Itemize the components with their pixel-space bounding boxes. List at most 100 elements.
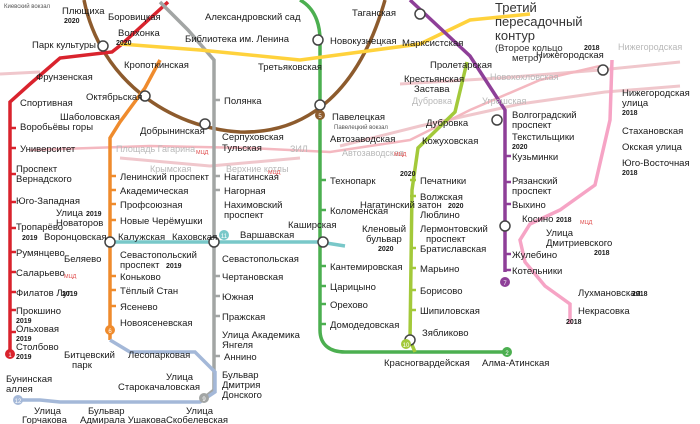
badge-line1 — [5, 349, 15, 359]
label-yasenevo: Ясенево — [120, 302, 158, 313]
label-kantemirovskaya: Кантемировская — [330, 262, 402, 273]
label-lukhmanovskaya-year: 2018 — [632, 291, 648, 298]
interchange-circles — [97, 8, 609, 346]
label-ulitsa-novatorov-2: Новаторов — [56, 218, 103, 229]
badge-line12 — [13, 395, 23, 405]
badge-line6 — [105, 325, 115, 335]
label-volkhonka: Волхонка — [118, 28, 160, 39]
label-vorobyovy-gory: Воробьёвы горы — [20, 122, 93, 133]
label-yugo-vostochnaya: Юго-Восточная — [622, 158, 690, 169]
label-nizhegorodskaya-top: Нижегородская — [536, 50, 604, 61]
interchange-volgogradsky — [491, 114, 503, 126]
label-plyushikha-year: 2020 — [64, 18, 80, 25]
label-akademicheskaya: Академическая — [120, 186, 188, 197]
label-sevastopolsky-year: 2019 — [166, 263, 182, 270]
label-borisovo: Борисово — [420, 286, 462, 297]
label-nizhegorodskaya-ulitsa-year: 2018 — [622, 110, 638, 117]
mcd-line-ugreshskaya — [339, 84, 681, 148]
mcd-line-krymskaya — [119, 156, 301, 168]
mcd-badge: МЦД — [580, 220, 593, 226]
mcd-badge: МЦД — [268, 170, 281, 176]
interchange-park-kultury — [97, 40, 109, 52]
label-tretyakovskaya: Третьяковская — [258, 62, 322, 73]
label-annino: Аннино — [224, 352, 257, 363]
line2-green — [299, 0, 505, 354]
label-volgogradsky-2: проспект — [512, 120, 552, 131]
label-ploshchad-gagarina: Площадь Гагарина — [116, 144, 195, 154]
label-ryazansky-2: проспект — [512, 186, 552, 197]
label-polyanka: Полянка — [224, 96, 262, 107]
label-bratislavskaya: Братиславская — [420, 244, 486, 255]
mcd-badge: МЦД — [394, 152, 407, 158]
label-pechatniki-year: 2020 — [400, 171, 416, 178]
badge-line7-text: 7 — [503, 281, 507, 287]
label-tulskaya: Тульская — [222, 143, 262, 154]
label-park-kultury: Парк культуры — [32, 40, 96, 51]
badge-line11-text: 11 — [221, 234, 228, 240]
label-starokachalovskaya-2: Старокачаловская — [118, 382, 200, 393]
interchange-oktyabrskaya — [139, 90, 151, 102]
label-lermontovsky-2: проспект — [426, 234, 466, 245]
label-ugreshskaya: Угрешская — [482, 96, 526, 106]
label-dobryninskaya: Добрынинская — [140, 126, 205, 137]
label-kozhukhovskaya: Кожуховская — [422, 136, 478, 147]
label-stolbovo-year: 2019 — [16, 354, 32, 361]
label-nekrasovka-year: 2018 — [566, 319, 582, 326]
label-bitsevsky-1: Битцевский — [64, 350, 115, 361]
label-sportivnaya: Спортивная — [20, 98, 73, 109]
label-konkovo: Коньково — [120, 272, 161, 283]
label-olkhovaya-year: 2019 — [16, 336, 32, 343]
label-aleksandrovsky-sad: Александровский сад — [205, 12, 301, 23]
label-nekrasovka: Некрасовка — [578, 306, 630, 317]
interchange-kaluzhskaya — [104, 236, 116, 248]
labels: Киевский вокзал Плющиха 2020 Боровицкая … — [4, 0, 690, 424]
badge-line6-text: 6 — [108, 329, 112, 335]
interchange-kakhovskaya — [208, 236, 220, 248]
badge-line9 — [199, 393, 209, 403]
label-kievsky-vokzal: Киевский вокзал — [4, 3, 51, 10]
label-ulitsa-dmitrievskogo-2: Дмитриевского — [546, 238, 612, 249]
mcd-line-novokhokhlovskaya — [399, 60, 681, 86]
label-bulvar-dmitriya-2: Дмитрия — [222, 380, 260, 391]
label-okskaya: Окская улица — [622, 142, 683, 153]
title-sub2: метро) — [512, 53, 542, 64]
label-stakhanovskaya: Стахановская — [622, 126, 683, 137]
faded-mcd-lines — [0, 60, 681, 168]
label-bitsevsky-2: парк — [72, 360, 93, 371]
title-line1: Третий — [495, 0, 537, 15]
label-verkhnie-kotly: Верхние котлы — [226, 164, 288, 174]
interchange-novokuznetskaya — [312, 34, 324, 46]
label-volgogradsky-1: Волгоградский — [512, 110, 577, 121]
label-kashirskaya: Каширская — [288, 220, 337, 231]
label-nizhegorodskaya-gray: Нижегородская — [618, 42, 682, 52]
label-krestyanskaya-1: Крестьянская — [404, 74, 464, 85]
label-kolomenskaya: Коломенская — [330, 206, 388, 217]
label-bulvar-dmitriya-1: Бульвар — [222, 370, 259, 381]
badge-line10 — [401, 339, 411, 349]
label-vorontsovskaya: Воронцовская — [44, 232, 107, 243]
line-badges: 1 6 7 9 10 2 5 11 12 — [5, 110, 512, 405]
label-nizhegorodskaya-ulitsa-1: Нижегородская — [622, 88, 690, 99]
label-profsoyuznaya: Профсоюзная — [120, 200, 183, 211]
label-lesoparkovaya: Лесопарковая — [128, 350, 190, 361]
interchange-taganskaya — [414, 8, 426, 20]
label-sevastopolsky-2: проспект — [120, 260, 160, 271]
label-serpukhovskaya: Серпуховская — [222, 132, 284, 143]
badge-line10-text: 10 — [403, 343, 410, 349]
badge-line5 — [315, 110, 325, 120]
label-yuzhnaya: Южная — [222, 292, 254, 303]
label-marksistskaya: Марксистская — [402, 38, 463, 49]
interchange-kashirskaya — [317, 236, 329, 248]
label-novoyasenevskaya: Новоясеневская — [120, 318, 193, 329]
label-skobelevskaya-2: Скобелевская — [166, 415, 228, 424]
bcl-pink-line — [518, 59, 614, 324]
label-gorchakova-1: Улица — [34, 406, 62, 417]
badge-line11 — [219, 230, 229, 240]
mck-ring-path — [29, 64, 601, 154]
label-avtozavodskaya-mck: Автозаводская — [342, 148, 404, 158]
label-yugo-zapadnaya: Юго-Западная — [16, 196, 80, 207]
label-paveletsky-vokzal: Павелецкий вокзал — [334, 124, 388, 131]
label-biblioteka-lenina: Библиотека им. Ленина — [185, 34, 290, 45]
label-shabolovskaya: Шаболовская — [60, 112, 120, 123]
label-lukhmanovskaya: Лухмановская — [578, 288, 641, 299]
